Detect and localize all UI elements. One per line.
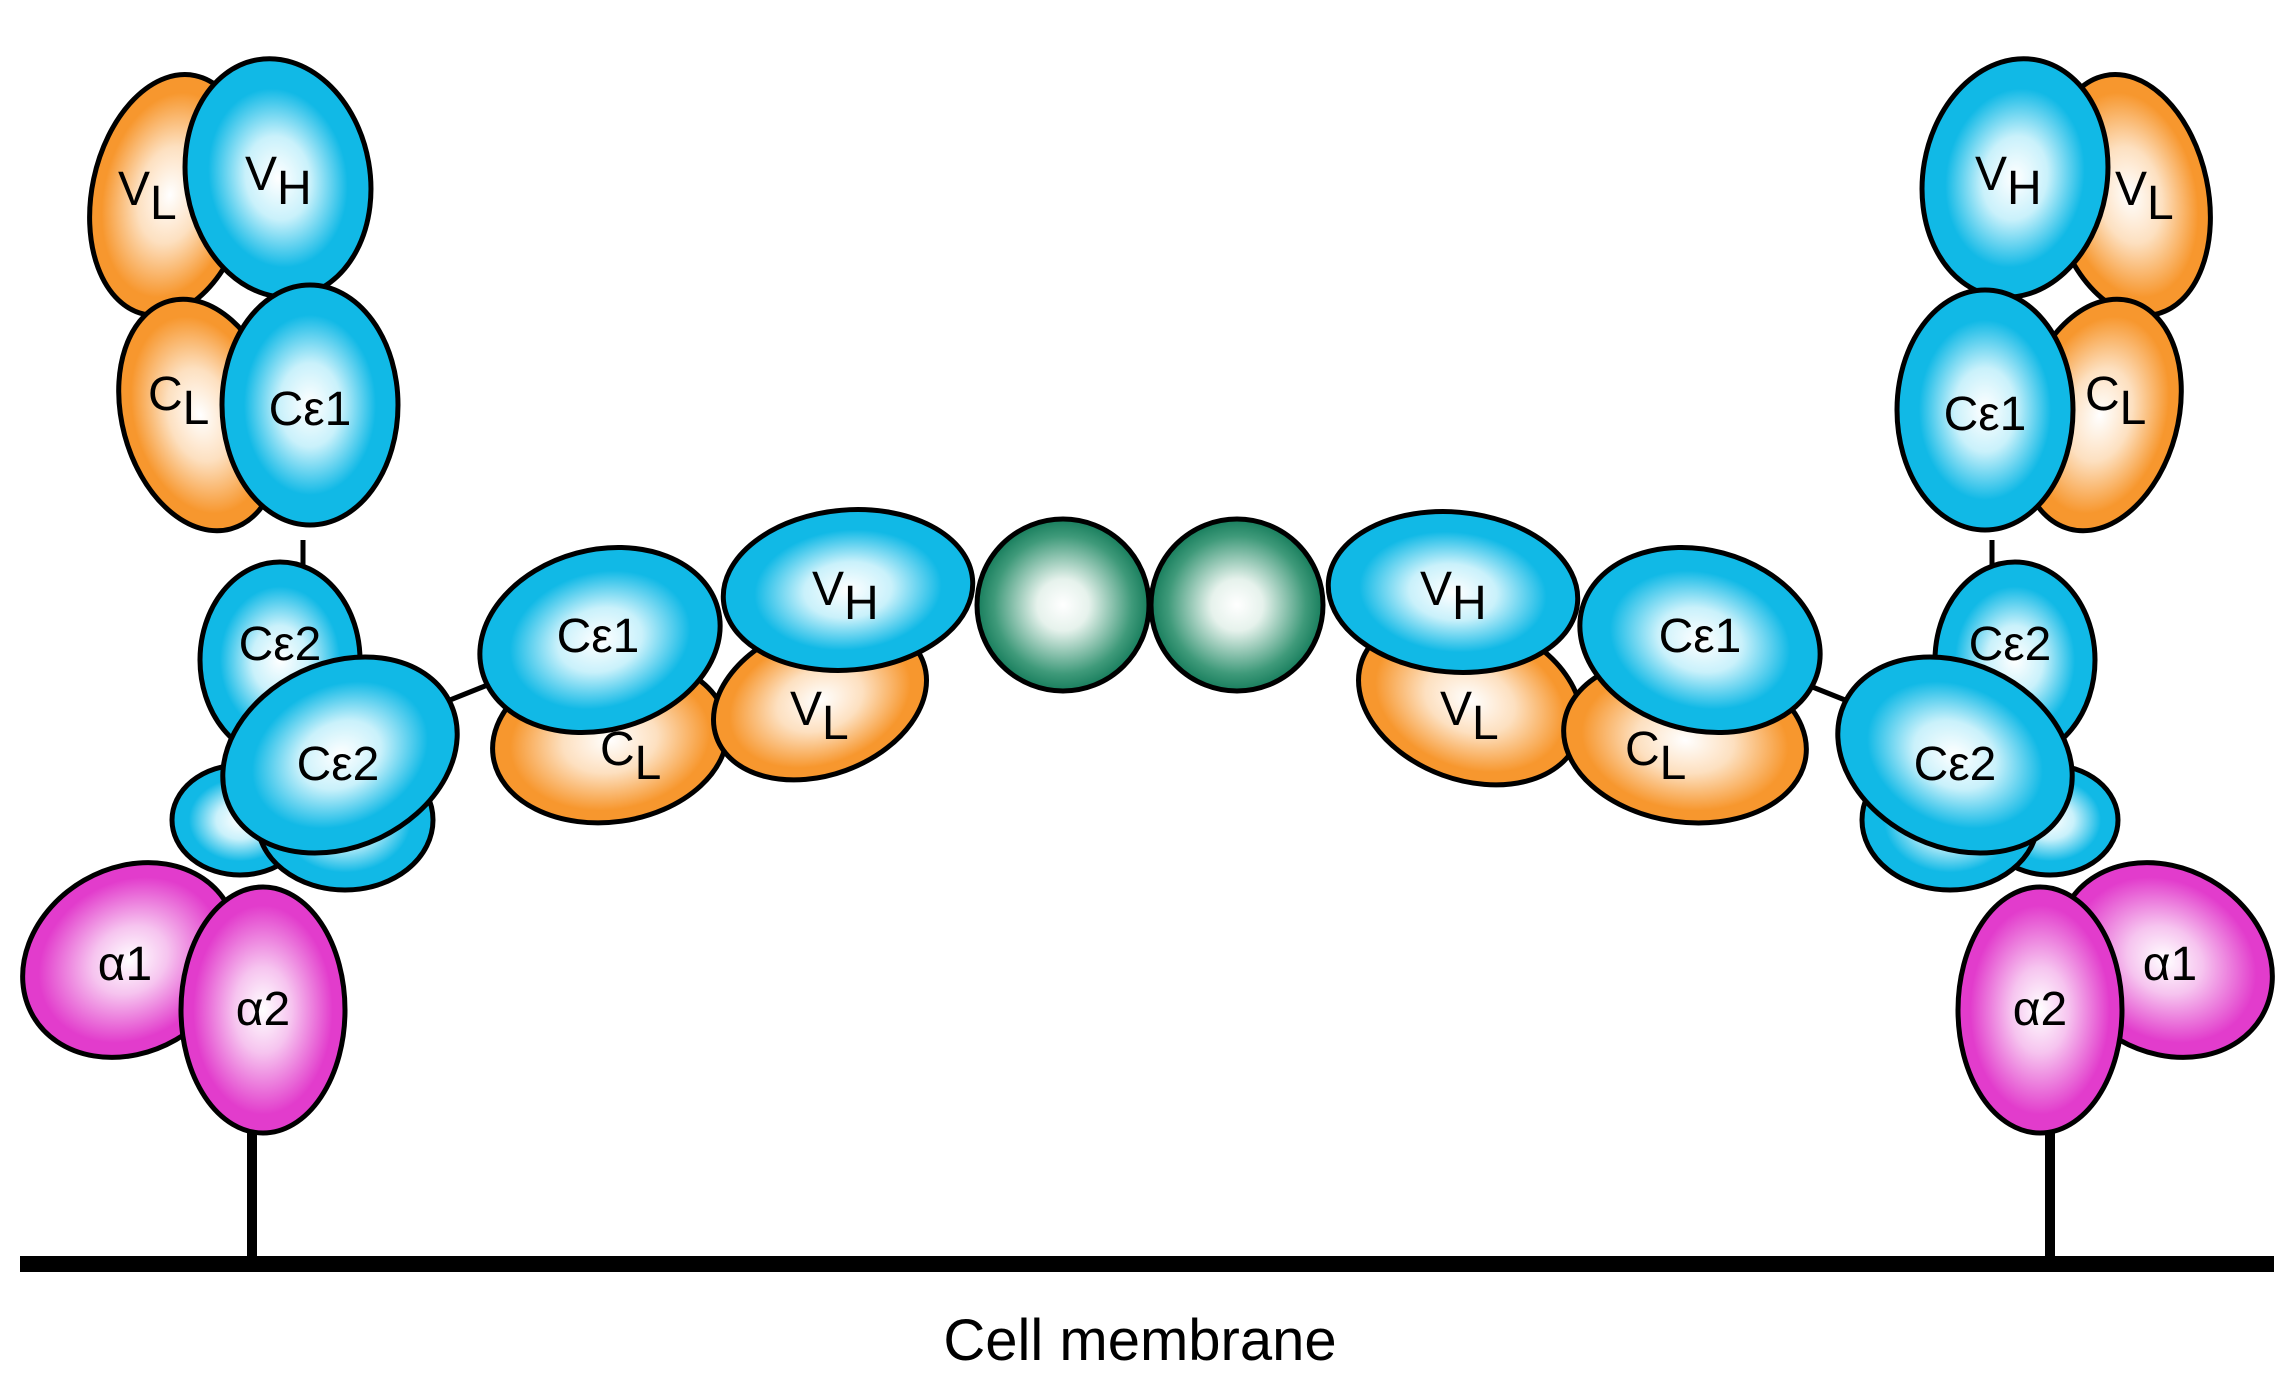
right-cl-label: CL [2085, 368, 2146, 435]
right-h-ce1-domain [1577, 545, 1823, 735]
right-h-cl-label: CL [1625, 723, 1686, 790]
right-ce2-front-label: Cε2 [1914, 738, 1997, 791]
left-ce2-front-domain [220, 654, 460, 856]
left-ce2-back-label: Cε2 [239, 618, 322, 671]
right-ce2-back-label: Cε2 [1969, 618, 2052, 671]
left-alpha2-domain [178, 884, 348, 1136]
left-horizontal-fab [477, 507, 976, 826]
right-ce1-label: Cε1 [1944, 388, 2027, 441]
left-vl-label: VL [118, 163, 177, 230]
left-h-vh-label: VH [812, 563, 879, 630]
right-h-ce1-label: Cε1 [1659, 610, 1742, 663]
right-fc-receptor-alpha [1955, 860, 2275, 1136]
right-ce1-domain [1894, 287, 2076, 533]
left-h-vl-label: VL [790, 683, 849, 750]
right-upright-fab [1894, 56, 2213, 534]
left-upright-fab [87, 56, 401, 534]
right-h-vl-label: VL [1440, 683, 1499, 750]
right-ce2-stack [1835, 559, 2121, 893]
left-alpha1-label: α1 [98, 938, 152, 991]
right-antigen [1148, 516, 1326, 694]
right-horizontal-fab [1325, 509, 1823, 826]
right-h-vh-label: VH [1420, 563, 1487, 630]
right-alpha1-label: α1 [2143, 938, 2197, 991]
cell-membrane-line [20, 1256, 2274, 1272]
cell-membrane-label: Cell membrane [943, 1308, 1336, 1373]
left-h-vh-domain [720, 507, 976, 673]
left-ce1-label: Cε1 [269, 383, 352, 436]
left-ce2-stack [169, 559, 460, 893]
right-h-vh-domain [1325, 509, 1581, 675]
right-ce2-front-domain [1835, 654, 2075, 856]
left-vh-label: VH [245, 148, 312, 215]
right-alpha2-label: α2 [2013, 983, 2067, 1036]
left-ce1-domain [219, 282, 401, 528]
left-h-cl-label: CL [600, 723, 661, 790]
left-fc-receptor-alpha [20, 860, 348, 1136]
left-h-ce1-label: Cε1 [557, 610, 640, 663]
right-alpha2-domain [1955, 884, 2125, 1136]
right-vl-label: VL [2115, 163, 2174, 230]
left-cl-label: CL [148, 368, 209, 435]
left-h-ce1-domain [477, 545, 723, 735]
left-receptor-stalk [247, 1130, 257, 1265]
right-vh-label: VH [1975, 148, 2042, 215]
left-antigen [974, 516, 1152, 694]
right-receptor-stalk [2045, 1130, 2055, 1265]
left-ce2-front-label: Cε2 [297, 738, 380, 791]
left-alpha2-label: α2 [236, 983, 290, 1036]
